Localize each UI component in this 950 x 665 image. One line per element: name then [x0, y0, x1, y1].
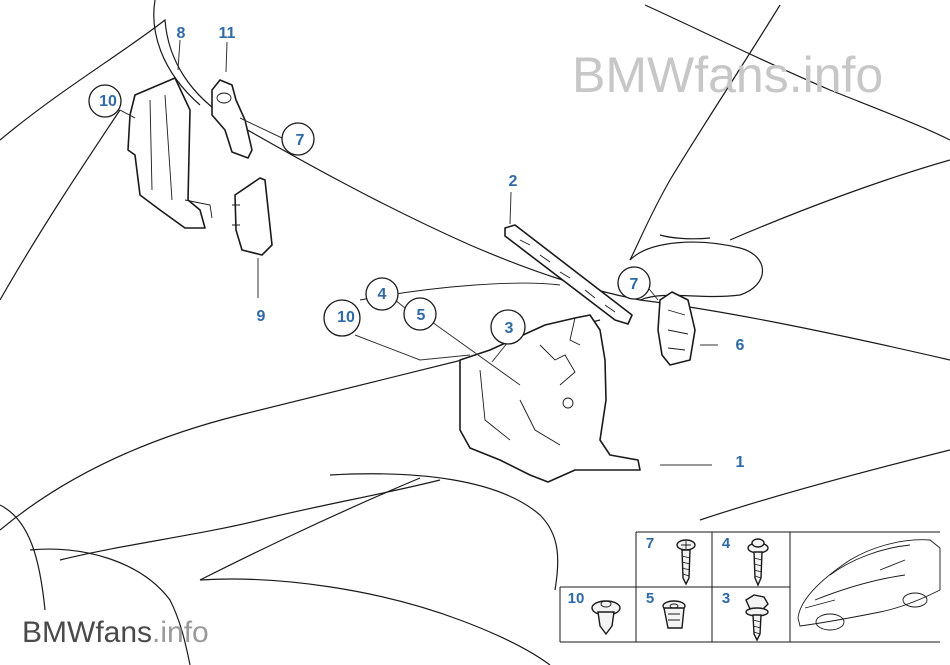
fastener-label-10: 10 — [568, 590, 585, 607]
fastener-label-3: 3 — [722, 590, 730, 607]
callout-circle-10b — [323, 299, 361, 337]
clip-nut-icon — [662, 600, 686, 629]
fastener-label-4: 4 — [722, 535, 731, 552]
cover-6 — [657, 291, 696, 366]
callout-9: 9 — [257, 308, 266, 325]
screw-washer-icon — [747, 538, 769, 587]
callout-11: 11 — [219, 25, 236, 42]
callout-10a: 10 — [99, 93, 117, 110]
watermark-bottom: BMWfans.info — [22, 616, 209, 649]
rail-strip-2 — [504, 224, 633, 325]
trim-panel-9 — [232, 177, 273, 256]
main-trim-panel-1 — [459, 314, 641, 483]
push-clip-icon — [591, 600, 621, 636]
screw-icon — [676, 539, 696, 586]
callout-circle-10a — [88, 84, 122, 118]
callout-3: 3 — [505, 320, 514, 337]
callout-8: 8 — [177, 25, 186, 42]
callout-circle-3 — [490, 309, 526, 345]
watermark-bottom-brand: BMWfans — [22, 616, 152, 649]
callout-7a: 7 — [296, 132, 305, 149]
fastener-grid: 7 4 10 5 3 — [559, 531, 941, 643]
watermark-top-brand: BMWfans — [572, 47, 789, 103]
watermark-top: BMWfans.info — [572, 47, 883, 103]
callouts: 8 11 10 7 9 2 7 4 5 10 3 6 1 — [88, 25, 745, 471]
callout-circle-5 — [403, 297, 437, 331]
callout-circle-4 — [365, 277, 399, 311]
watermark-bottom-suffix: .info — [152, 616, 209, 649]
fastener-label-7: 7 — [646, 535, 654, 552]
cover-cap-upper — [211, 79, 253, 159]
watermark-top-suffix: .info — [789, 47, 884, 103]
leader-lines — [119, 39, 718, 466]
pillar-trim-left — [127, 77, 213, 229]
callout-5: 5 — [417, 307, 426, 324]
callout-7b: 7 — [630, 276, 639, 293]
fastener-label-5: 5 — [646, 590, 654, 607]
callout-circle-7b — [617, 266, 651, 300]
callout-1: 1 — [736, 454, 745, 471]
callout-6: 6 — [736, 337, 745, 354]
car-thumbnail-icon — [797, 539, 941, 631]
callout-4: 4 — [378, 286, 387, 303]
callout-circle-7a — [281, 122, 315, 156]
hex-bolt-icon — [745, 594, 769, 642]
callout-10b: 10 — [337, 309, 355, 326]
callout-2: 2 — [509, 173, 518, 190]
